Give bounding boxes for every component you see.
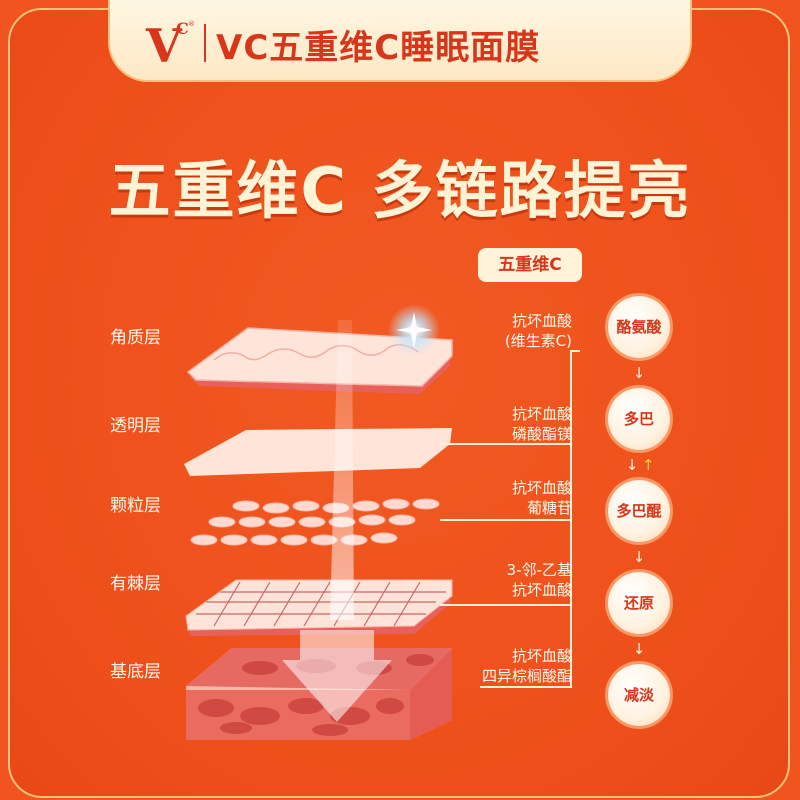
penetration-arrow-icon [282, 320, 392, 722]
stratum-corneum-layer [186, 327, 453, 394]
connector-tick-4 [440, 604, 572, 606]
derivative-5-line2: 四异棕榈酸酯 [481, 667, 572, 685]
derivative-1-line2: (维生素C) [504, 332, 572, 350]
layer-label-stratum-lucidum: 透明层 [110, 416, 161, 436]
headline: 五重维C 多链路提亮 [108, 154, 692, 227]
derivative-5-line1: 抗坏血酸 [511, 647, 572, 665]
derivative-3-line1: 抗坏血酸 [511, 479, 572, 497]
arrow-down-icon: ↓ [632, 640, 646, 658]
connector-tick-1 [570, 350, 580, 352]
derivative-5: 抗坏血酸 四异棕榈酸酯 [462, 646, 572, 686]
layer-label-stratum-corneum: 角质层 [110, 328, 161, 348]
pathway-node-dopaquinone: 多巴醌 [608, 480, 670, 542]
section-tag: 五重维C [478, 248, 582, 282]
derivative-4: 3-邻-乙基 抗坏血酸 [462, 560, 572, 600]
logo-mark-icon: V C ® [145, 19, 195, 73]
pathway-node-reduction: 还原 [608, 572, 670, 634]
pathway-node-tyrosine: 酪氨酸 [608, 296, 670, 358]
derivative-4-line2: 抗坏血酸 [511, 581, 572, 599]
arrow-down-icon: ↓ [632, 548, 646, 566]
arrow-down-icon: ↓ [625, 456, 639, 474]
derivative-4-line1: 3-邻-乙基 [506, 561, 572, 579]
derivative-1: 抗坏血酸 (维生素C) [462, 311, 572, 351]
stratum-spinosum-layer [185, 579, 453, 636]
header-divider [204, 24, 206, 62]
stratum-lucidum-layer [184, 428, 452, 476]
arrow-down-icon: ↓ [632, 364, 646, 382]
svg-text:V: V [145, 19, 183, 72]
layer-label-stratum-spinosum: 有棘层 [110, 574, 161, 594]
derivative-2-line1: 抗坏血酸 [511, 405, 572, 423]
pathway-node-lighten: 减淡 [608, 664, 670, 726]
layer-label-stratum-basale: 基底层 [110, 662, 161, 682]
pathway-node-dopa: 多巴 [608, 388, 670, 450]
svg-text:C: C [176, 19, 189, 38]
product-title: VC五重维C睡眠面膜 [216, 28, 541, 68]
derivative-2-line2: 磷酸酯镁 [511, 425, 572, 443]
stratum-granulosum-layer [190, 498, 440, 546]
connector-tick-3 [440, 519, 572, 521]
derivative-3-line2: 葡糖苷 [526, 499, 572, 517]
svg-text:®: ® [188, 20, 195, 28]
sparkle-icon [388, 304, 440, 356]
brand-logo: VC V C ® [142, 12, 202, 73]
derivative-3: 抗坏血酸 葡糖苷 [462, 478, 572, 518]
connector-tick-5 [480, 686, 572, 688]
header-banner: VC V C ® VC五重维C睡眠面膜 [108, 0, 692, 82]
derivative-1-line1: 抗坏血酸 [511, 312, 572, 330]
arrow-up-icon: ↑ [642, 456, 655, 474]
derivative-2: 抗坏血酸 磷酸酯镁 [462, 404, 572, 444]
connector-bracket [570, 350, 572, 686]
layer-label-stratum-granulosum: 颗粒层 [110, 496, 161, 516]
connector-tick-2 [440, 443, 572, 445]
